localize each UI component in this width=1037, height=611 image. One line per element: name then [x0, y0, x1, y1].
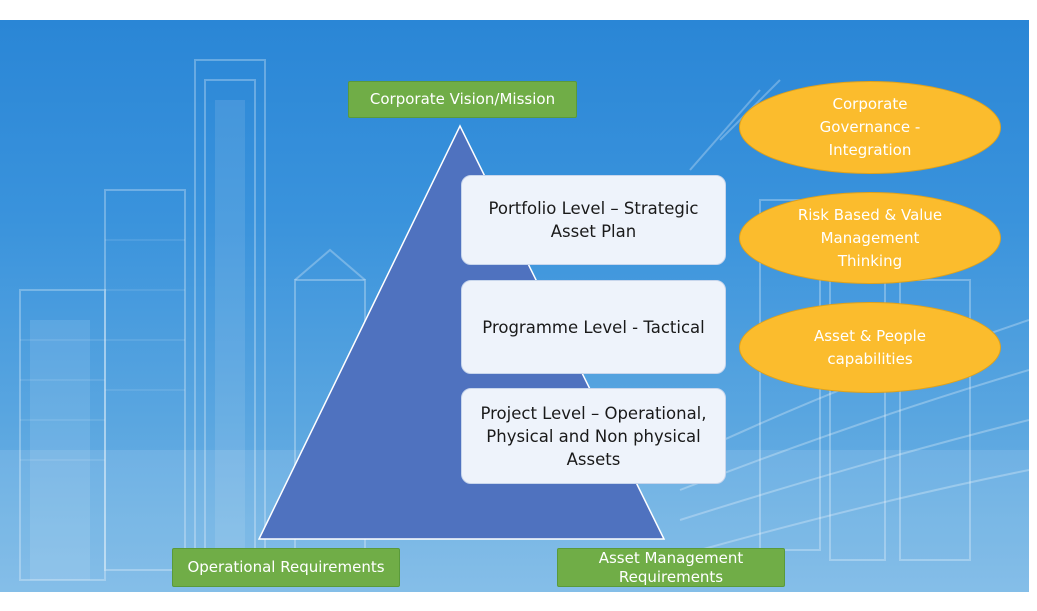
risk-value-management-ellipse: Risk Based & Value Management Thinking [739, 192, 1001, 284]
project-level-box: Project Level – Operational, Physical an… [461, 388, 726, 484]
corporate-governance-ellipse: Corporate Governance - Integration [739, 81, 1001, 174]
corporate-vision-label: Corporate Vision/Mission [348, 81, 577, 118]
portfolio-level-box: Portfolio Level – Strategic Asset Plan [461, 175, 726, 265]
asset-people-capabilities-ellipse: Asset & People capabilities [739, 302, 1001, 393]
asset-management-requirements-label: Asset Management Requirements [557, 548, 785, 587]
programme-level-box: Programme Level - Tactical [461, 280, 726, 374]
operational-requirements-label: Operational Requirements [172, 548, 400, 587]
diagram-canvas: Corporate Vision/Mission Operational Req… [0, 20, 1029, 592]
